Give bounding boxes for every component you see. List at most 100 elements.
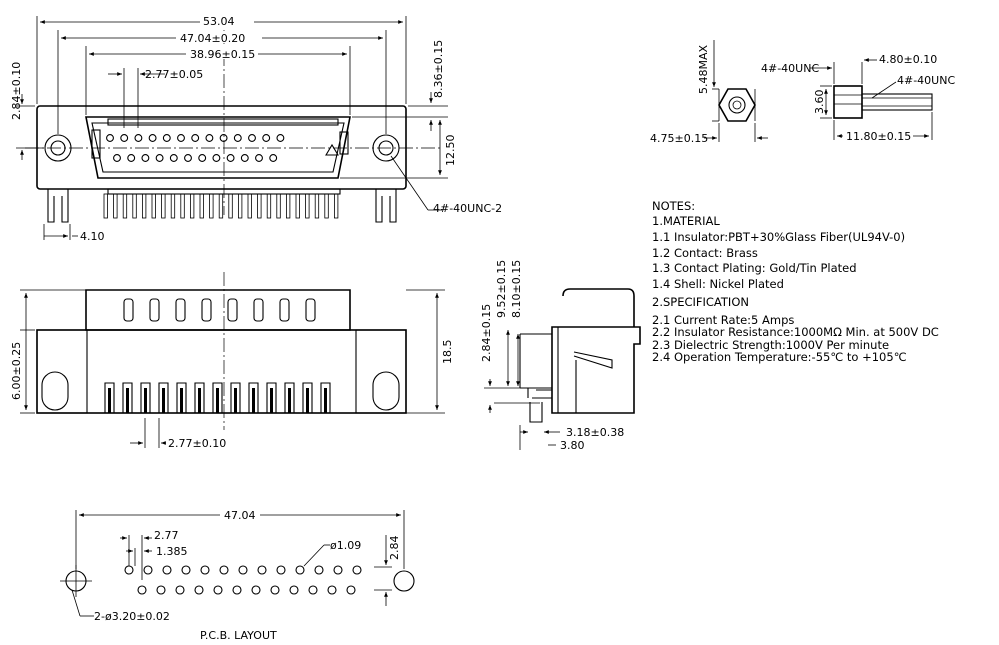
pcb-hole [137,585,147,595]
contact-bottom [184,154,192,162]
hardware-views: 5.48MAX 4.75±0.15 4#-40UNC 4.80±0.10 4#-… [650,40,955,145]
pin-tail [276,193,281,219]
side-tail-core [270,388,273,413]
pcb-hole [213,585,223,595]
pcb-hole [295,565,305,575]
pin-tail [103,193,108,219]
contact-bottom [226,154,235,162]
side-tail [122,382,133,413]
pcb-hole [200,565,210,575]
dim-tail-height: 6.00±0.25 [10,342,23,400]
dim-hw-thread-a: 4#-40UNC [761,62,819,75]
pcb-hole [314,565,324,575]
pcb-row-offset: 2.84 [388,536,401,561]
contact-top [148,134,157,142]
dim-hw-thread-b: 4#-40UNC [897,74,955,87]
contact-bottom [155,154,164,162]
front-view: 53.04 47.04±0.20 38.96±0.15 2.77±0.05 12… [10,15,502,243]
material-heading: 1.MATERIAL [652,213,720,228]
contact-top [162,134,171,142]
spec-heading: 2.SPECIFICATION [652,295,749,309]
dim-shell-width: 38.96±0.15 [190,48,255,61]
pcb-hole [276,565,286,575]
pin-tail [314,193,320,219]
pin-tail [180,193,185,219]
contact-top [177,134,185,142]
pin-tail [257,193,262,219]
pin-tail [218,193,224,219]
profile-view: 2.84±0.15 9.52±0.15 8.10±0.15 3.18±0.38 … [480,260,641,452]
pin-tail [333,193,339,219]
contact-bottom [141,154,150,162]
side-tail [266,382,277,413]
pin-tail [170,193,176,219]
material-line-4: 1.4 Shell: Nickel Plated [652,276,784,291]
dim-hw-screw-head: 4.80±0.10 [879,53,937,66]
side-tail-core [234,388,237,413]
side-slot [253,298,264,322]
dim-profile-d3: 8.10±0.15 [510,260,523,318]
pin-tail [266,193,272,219]
side-tail [230,382,241,413]
side-tail-core [180,388,183,413]
pcb-hole-row-top [124,565,362,575]
contact-bottom [198,154,207,162]
side-pin-tails [104,382,331,413]
pcb-hole [257,565,267,575]
pin-tail [324,193,329,219]
dim-hw-head-height: 3.60 [813,90,826,115]
contact-bottom [212,154,221,162]
dim-overall-width: 53.04 [203,15,235,28]
pcb-hole [289,585,299,595]
side-tail [284,382,295,413]
dim-left-offset: 2.84±0.10 [10,62,23,120]
pcb-hole [181,565,191,575]
dim-hw-nut-width: 4.75±0.15 [650,132,708,145]
spec-line-2: 2.2 Insulator Resistance:1000MΩ Min. at … [652,325,939,339]
dim-hw-max-height: 5.48MAX [697,44,710,94]
dim-profile-d2: 9.52±0.15 [495,260,508,318]
pcb-hole [219,565,229,575]
side-tail [302,382,313,413]
pcb-hole [143,565,153,575]
contact-top [106,134,114,142]
contact-top [219,134,228,142]
pcb-hole [194,585,204,595]
pcb-pitch: 2.77 [154,529,179,542]
dim-shell-height: 12.50 [444,135,457,167]
pcb-hole [238,565,248,575]
dim-thread: 4#-40UNC-2 [433,202,502,215]
side-tail [176,382,187,413]
pcb-hole [175,585,185,595]
pcb-hole [270,585,280,595]
spec-line-3: 2.3 Dielectric Strength:1000V Per minute [652,337,890,352]
side-view: 18.5 6.00±0.25 2.77±0.10 [10,272,454,450]
notes-block: NOTES: 1.MATERIAL 1.1 Insulator:PBT+30%G… [652,199,939,364]
pin-tail [113,193,118,219]
dim-profile-d1: 2.84±0.15 [480,304,493,362]
contact-top [276,134,285,142]
contact-bottom [255,154,263,162]
pin-tail [228,193,233,219]
contact-top [134,134,143,142]
material-line-1: 1.1 Insulator:PBT+30%Glass Fiber(UL94V-0… [652,230,906,244]
side-slot [305,298,316,322]
material-line-3: 1.3 Contact Plating: Gold/Tin Plated [652,261,857,275]
side-slot [227,298,238,322]
side-tail-core [144,388,147,413]
side-slot [175,298,186,322]
spec-line-1: 2.1 Current Rate:5 Amps [652,312,795,327]
pin-tail [237,193,243,219]
pcb-hole [333,565,343,575]
notes-heading: NOTES: [652,199,696,213]
pcb-pin-hole: ø1.09 [330,539,361,552]
dim-profile-d5: 3.80 [560,439,585,452]
dim-hw-screw-length: 11.80±0.15 [846,130,911,143]
side-tail-core [288,388,291,413]
pin-tail [132,193,137,219]
pcb-hole [232,585,242,595]
side-tail [248,382,259,413]
pin-tail [151,193,156,219]
side-tail [212,382,223,413]
